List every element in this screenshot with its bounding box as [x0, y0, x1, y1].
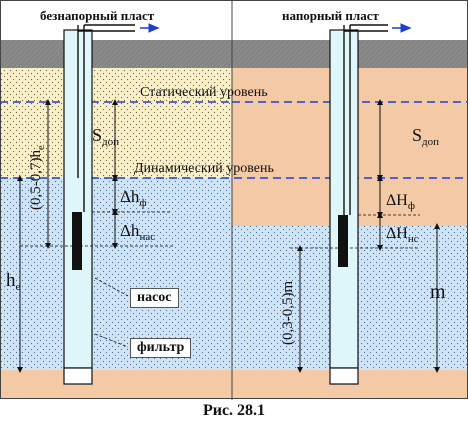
bedrock-left [0, 370, 232, 398]
pump-right [338, 215, 348, 267]
right-well [329, 23, 412, 385]
dh-f-right: ΔНф [386, 192, 415, 212]
pump-left [72, 212, 82, 270]
sump-right [329, 367, 359, 385]
static-level-label: Статический уровень [140, 85, 268, 100]
h-e-fraction: (0,5-0,7)hе [28, 145, 47, 210]
dh-nas-left: Δhнас [120, 221, 155, 243]
filter-callout: фильтр [130, 338, 192, 358]
sump-left [63, 367, 93, 385]
left-title: безнапорный пласт [40, 8, 155, 23]
s-dop-right: Sдоп [412, 125, 439, 148]
m-fraction: (0,3-0,5)m [280, 281, 296, 345]
dynamic-level-label: Динамический уровень [134, 161, 274, 176]
pump-callout: насос [130, 288, 179, 308]
dh-nas-right: ΔНнс [386, 225, 419, 245]
m-label: m [430, 281, 446, 303]
h-e-label: hе [6, 270, 21, 293]
filter-leader [94, 333, 129, 348]
dh-f-left: Δhф [120, 187, 147, 209]
s-dop-left: Sдоп [92, 125, 119, 148]
left-well [63, 23, 160, 385]
figure-caption: Рис. 28.1 [202, 402, 266, 419]
right-title: напорный пласт [282, 8, 379, 23]
pump-leader [94, 277, 129, 297]
well-diagram: безнапорный пласт напорный пласт Статиче… [0, 0, 468, 400]
